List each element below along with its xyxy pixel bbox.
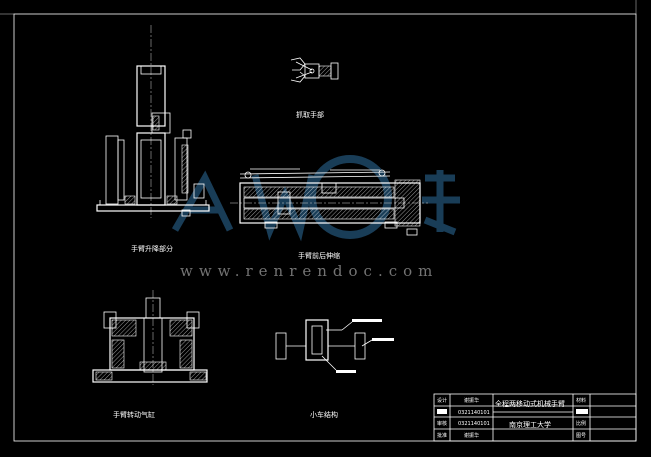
tb-label-design: 设计 — [437, 397, 447, 404]
tb-name-1: 谢振华 — [464, 397, 479, 404]
lift-label: 手臂升降部分 — [131, 244, 173, 253]
tb-right-scale: 比例 — [576, 420, 586, 427]
tb-id-2: 0321140101 — [458, 421, 490, 427]
lift-view — [96, 25, 210, 218]
tb-id-1: 0321140101 — [458, 410, 490, 416]
tb-label-approve: 批准 — [437, 432, 447, 439]
tb-title: 全程两移动式机械手臂 — [495, 399, 565, 408]
cart-label: 小车结构 — [310, 410, 338, 419]
gripper-label: 抓取手部 — [296, 110, 324, 119]
tb-school: 南京理工大学 — [509, 420, 551, 429]
gripper-view — [290, 57, 339, 83]
title-block — [433, 393, 637, 442]
cart-view — [275, 319, 394, 373]
tb-name-2: 谢振华 — [464, 432, 479, 439]
tb-right-material: 材料 — [576, 397, 586, 404]
drawing-border — [13, 13, 637, 442]
rotate-view — [92, 290, 208, 385]
tb-right-drawing-no: 图号 — [576, 433, 586, 439]
rotate-label: 手臂转动气缸 — [113, 410, 155, 419]
extend-view — [230, 168, 428, 236]
tb-label-review: 审核 — [437, 420, 447, 427]
watermark-url: www.renrendoc.com — [180, 262, 438, 280]
extend-label: 手臂前后伸缩 — [298, 251, 340, 260]
